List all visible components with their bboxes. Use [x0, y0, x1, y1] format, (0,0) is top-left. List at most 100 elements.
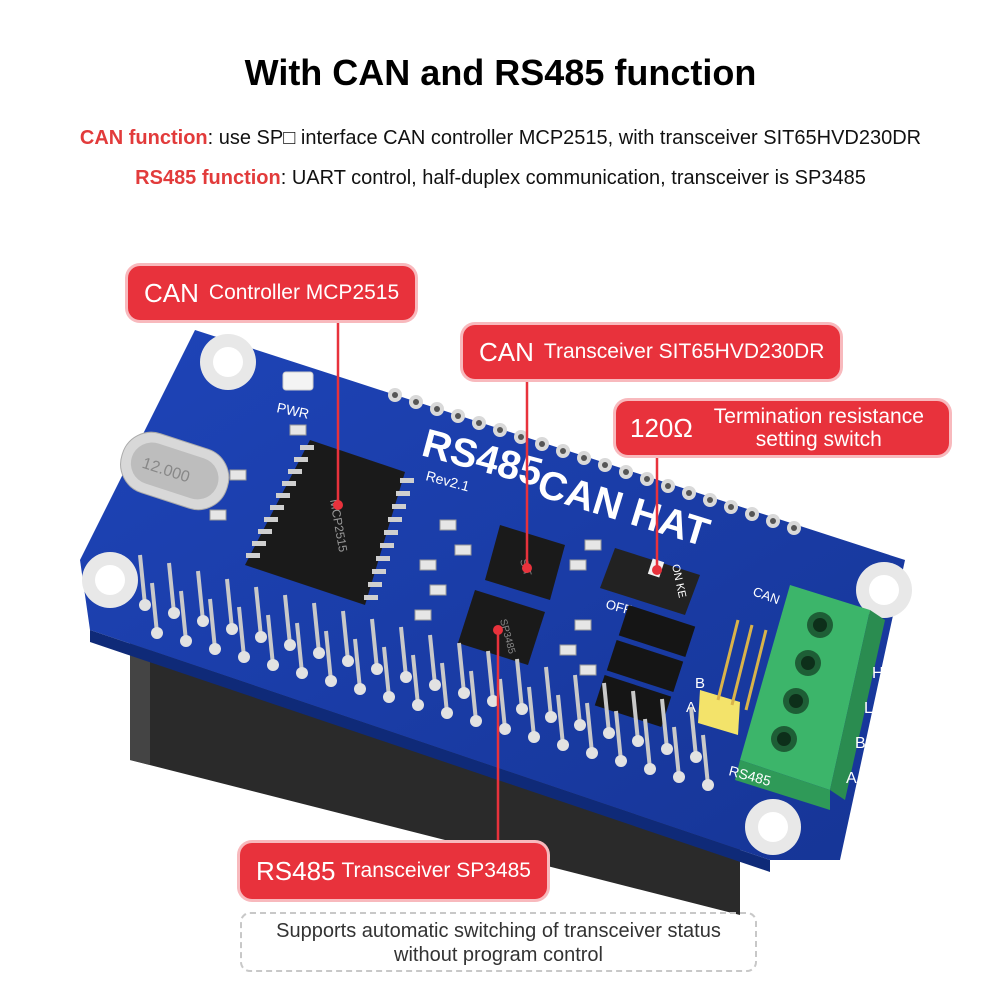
gpio-pin-pad	[151, 627, 163, 639]
gpio-pin	[208, 598, 217, 650]
page-title: With CAN and RS485 function	[244, 52, 757, 93]
pin-label-l: L	[864, 700, 873, 717]
smd-part	[209, 509, 227, 521]
gpio-pin-pad	[197, 615, 209, 627]
chip-pin	[300, 445, 314, 450]
smd-part	[429, 584, 447, 596]
pwr-led	[282, 371, 314, 391]
chip-pin	[276, 493, 290, 498]
gpio-pin-pad	[586, 747, 598, 759]
gpio-pin-pad	[690, 751, 702, 763]
gpio-pin	[179, 590, 188, 642]
gpio-pin	[515, 658, 524, 710]
rs485-function-line: RS485 function: UART control, half-duple…	[0, 167, 1001, 190]
left-pin-label-b: B	[695, 675, 705, 692]
pcb-board	[80, 330, 905, 860]
chip-pin	[400, 478, 414, 483]
chip-pin	[282, 481, 296, 486]
callout-can-transceiver: CAN Transceiver SIT65HVD230DR	[463, 325, 841, 379]
gpio-pin-pad	[325, 675, 337, 687]
gpio-pin	[382, 646, 391, 698]
callout-rs485-small: Transceiver SP3485	[341, 859, 531, 882]
gpio-pin	[324, 630, 333, 682]
gpio-pin-pad	[557, 739, 569, 751]
chip-pin	[392, 504, 406, 509]
gpio-pin-pad	[615, 755, 627, 767]
gpio-pin-pad	[209, 643, 221, 655]
gpio-pin-pad	[632, 735, 644, 747]
note-line-1: Supports automatic switching of transcei…	[276, 920, 721, 942]
callout-rs485-big: RS485	[256, 855, 336, 886]
smd-part	[569, 559, 587, 571]
pwr-label: PWR	[275, 399, 310, 421]
chip-pin	[364, 595, 378, 600]
sit65hvd230dr-chip: SIT	[485, 525, 565, 600]
gpio-pin	[498, 678, 507, 730]
gpio-pin-pad	[313, 647, 325, 659]
gpio-pin-pad	[168, 607, 180, 619]
gpio-pin-pad	[673, 771, 685, 783]
gpio-pin	[341, 610, 350, 662]
gpio-pin	[527, 686, 536, 738]
gpio-pin-pad	[180, 635, 192, 647]
smd-part	[419, 559, 437, 571]
gpio-pin-pad	[383, 691, 395, 703]
gpio-pin	[225, 578, 234, 630]
screw-center	[777, 732, 791, 746]
header-hole-center	[581, 455, 587, 461]
chip-pin	[264, 517, 278, 522]
callout-rs485-transceiver: RS485 Transceiver SP3485	[240, 843, 547, 899]
gpio-pin	[457, 642, 466, 694]
smd-part	[579, 664, 597, 676]
gpio-pin-pad	[400, 671, 412, 683]
smd-part	[439, 519, 457, 531]
chip-pin	[388, 517, 402, 522]
gpio-pin	[556, 694, 565, 746]
gpio-pin	[411, 654, 420, 706]
gpio-pin	[266, 614, 275, 666]
chip-pin	[376, 556, 390, 561]
chip-pin	[288, 469, 302, 474]
header-hole-center	[476, 420, 482, 426]
gpio-pin	[283, 594, 292, 646]
pin-label-h: H	[872, 665, 884, 682]
header-hole-center	[518, 434, 524, 440]
chip-pin	[258, 529, 272, 534]
mounting-holes	[82, 334, 912, 855]
note-line-2: without program control	[394, 944, 603, 966]
can-function-key: CAN function	[79, 127, 208, 149]
header-hole-center	[560, 448, 566, 454]
gpio-pin	[237, 606, 246, 658]
gpio-pin-pad	[528, 731, 540, 743]
gpio-pin	[150, 582, 159, 634]
callout-termination-switch: 120Ω Termination resistance setting swit…	[616, 401, 949, 455]
off-label: OFF	[604, 596, 633, 617]
header-hole-center	[413, 399, 419, 405]
gpio-pin	[312, 602, 321, 654]
gpio-pin-pad	[371, 663, 383, 675]
header-hole-center	[644, 476, 650, 482]
gpio-pin-pad	[255, 631, 267, 643]
gpio-pin-pad	[284, 639, 296, 651]
gpio-pin-pad	[644, 763, 656, 775]
gpio-pin-pad	[499, 723, 511, 735]
callout-termination-big: 120Ω	[630, 412, 693, 443]
smd-part	[289, 424, 307, 436]
gpio-pin	[660, 698, 669, 750]
chip-pin	[246, 553, 260, 558]
header-hole-center	[434, 406, 440, 412]
chip-pin	[372, 569, 386, 574]
gpio-pin-pad	[574, 719, 586, 731]
can-function-text: : use SP□ interface CAN controller MCP25…	[207, 127, 922, 149]
screw-terminal	[735, 585, 885, 810]
chip-pin	[252, 541, 266, 546]
gpio-pin-pad	[412, 699, 424, 711]
top-header-holes	[388, 388, 801, 535]
gpio-pin	[573, 674, 582, 726]
header-hole-center	[770, 518, 776, 524]
gpio-pin-pad	[226, 623, 238, 635]
gpio-pin-pad	[238, 651, 250, 663]
smd-part	[584, 539, 602, 551]
pin-label-b: B	[855, 735, 866, 752]
gpio-pin	[353, 638, 362, 690]
